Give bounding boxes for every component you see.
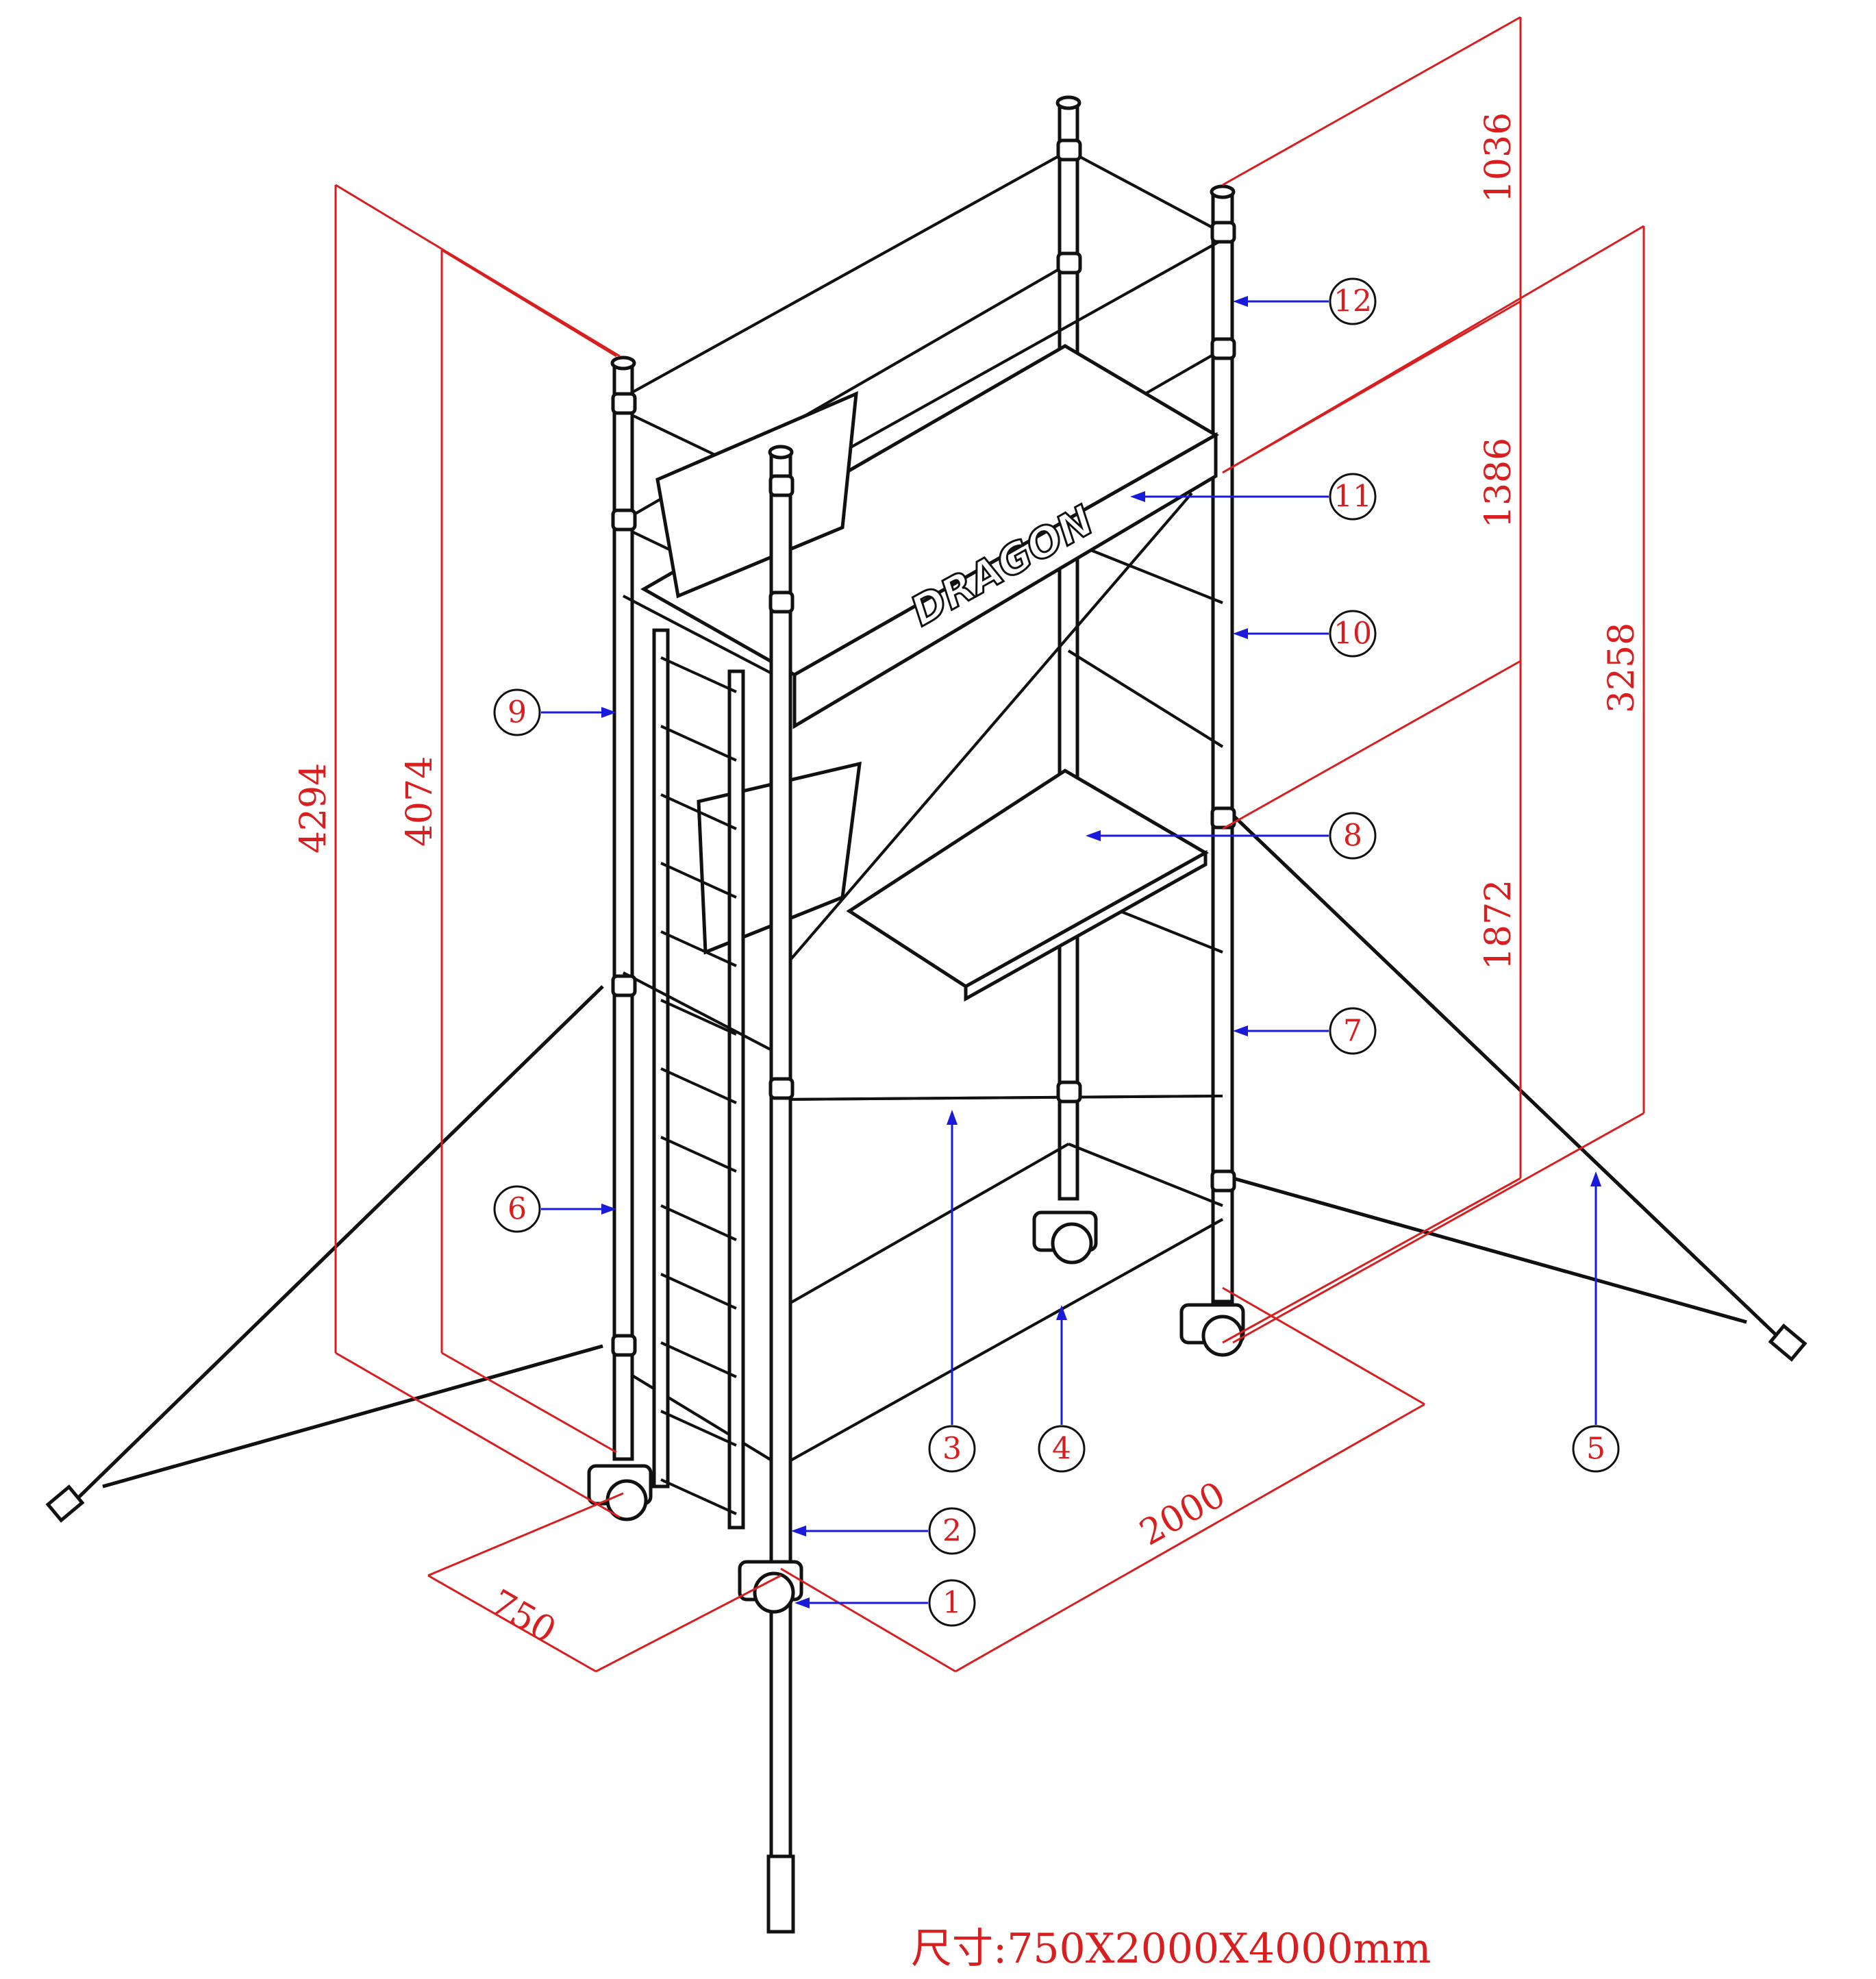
callout-12: 12 [1334, 284, 1372, 319]
callout-5: 5 [1586, 1432, 1605, 1467]
dim-top-guard: 1036 [1478, 112, 1519, 203]
dim-lower-section: 1872 [1478, 880, 1519, 970]
ladder-frame [610, 356, 781, 1530]
couplers [611, 138, 1236, 1357]
callout-2: 2 [942, 1514, 962, 1549]
callout-11: 11 [1334, 480, 1372, 514]
scaffold-structure: DRAGON [45, 95, 1808, 1934]
right-frame [1067, 184, 1236, 1304]
rear-frame [1055, 95, 1081, 1201]
front-frame [766, 445, 795, 1934]
ladder-rungs [660, 656, 737, 1515]
dim-middle-section: 1386 [1478, 438, 1519, 528]
callout-1: 1 [942, 1586, 962, 1621]
diagonal-brace [790, 492, 1193, 960]
callout-4: 4 [1052, 1432, 1071, 1467]
dim-platform-height: 3258 [1601, 623, 1642, 713]
callout-3: 3 [942, 1432, 962, 1467]
callout-6: 6 [508, 1192, 527, 1227]
dim-overall-height: 4294 [293, 763, 334, 854]
casters [587, 1210, 1245, 1614]
size-caption: 尺寸:750X2000X4000mm [911, 1925, 1431, 1973]
dim-width: 750 [484, 1582, 563, 1652]
callout-9: 9 [508, 695, 527, 730]
callout-7: 7 [1343, 1014, 1362, 1049]
outriggers [45, 814, 1808, 1523]
callout-10: 10 [1334, 617, 1372, 651]
dim-frame-height: 4074 [399, 756, 440, 847]
callout-8: 8 [1343, 819, 1362, 854]
horizontal-braces [622, 1095, 1223, 1467]
part-callouts: 1 2 3 4 5 6 7 8 9 [493, 277, 1620, 1627]
